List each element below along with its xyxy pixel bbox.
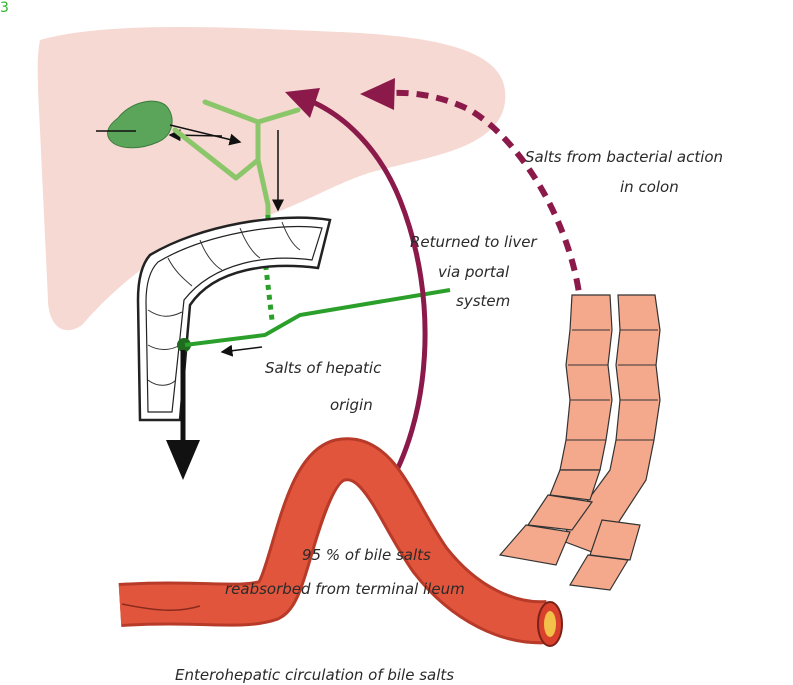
label-bacterial: Salts from bacterial action in colon [525,148,723,196]
caption: Enterohepatic circulation of bile salts [175,666,454,684]
label-hepatic: Salts of hepatic origin [265,359,382,414]
label-returned-line3: system [456,292,510,310]
portal-vein [185,290,450,345]
label-hepatic-line2: origin [330,396,373,414]
label-returned-line2: via portal [438,263,510,281]
label-returned-line1: Returned to liver [410,233,537,251]
label-reabsorbed-line1: 95 % of bile salts [302,546,431,564]
liver-shape [38,27,506,330]
corner-mark: 3 [0,0,9,16]
label-bacterial-line1: Salts from bacterial action [525,148,723,166]
duodenum [138,218,330,420]
hepatic-salts-arrow [222,347,262,352]
label-returned: Returned to liver via portal system [410,233,537,310]
label-hepatic-line1: Salts of hepatic [265,359,382,377]
label-bacterial-line2: in colon [620,178,679,196]
colon [500,295,660,590]
label-reabsorbed-line2: reabsorbed from terminal ileum [225,580,465,598]
